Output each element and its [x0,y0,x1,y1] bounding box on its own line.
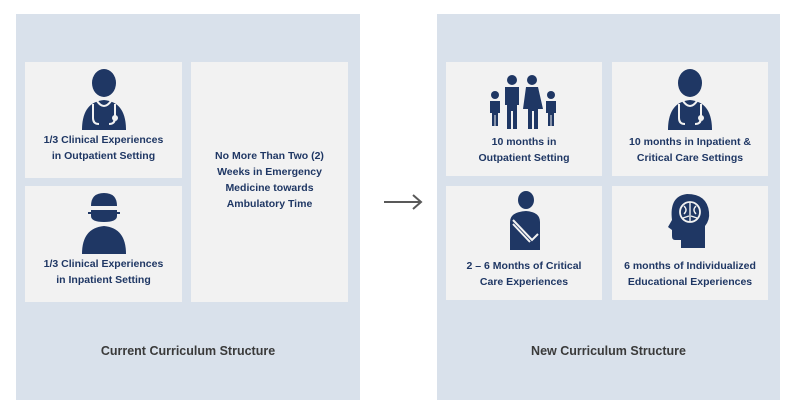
family-icon [490,75,556,129]
new-curriculum-panel: 10 months in Outpatient Setting 10 month… [437,14,780,400]
current-curriculum-panel: 1/3 Clinical Experiences in Outpatient S… [16,14,360,400]
card-emergency-current: No More Than Two (2) Weeks in Emergency … [191,62,348,302]
card-outpatient-new-text: 10 months in Outpatient Setting [478,136,570,164]
card-individualized-new: 6 months of Individualized Educational E… [612,186,768,300]
card-individualized-new-text: 6 months of Individualized Educational E… [624,260,756,288]
new-curriculum-title: New Curriculum Structure [531,344,686,358]
doctor-icon [81,69,126,130]
card-inpatient-current-text: 1/3 Clinical Experiences in Inpatient Se… [43,258,164,286]
card-inpatient-current: 1/3 Clinical Experiences in Inpatient Se… [25,186,182,302]
current-curriculum-title: Current Curriculum Structure [100,344,276,358]
surgeon-icon [81,193,126,254]
card-inpatient-new: 10 months in Inpatient & Critical Care S… [612,62,768,176]
card-outpatient-new: 10 months in Outpatient Setting [446,62,602,176]
brain-head-icon [668,194,710,248]
card-outpatient-current: 1/3 Clinical Experiences in Outpatient S… [25,62,182,178]
card-critical-care-new: 2 – 6 Months of Critical Care Experience… [446,186,602,300]
card-inpatient-new-text: 10 months in Inpatient & Critical Care S… [629,136,751,164]
card-emergency-current-text: No More Than Two (2) Weeks in Emergency … [215,150,324,210]
injured-patient-icon [510,191,540,250]
card-outpatient-current-text: 1/3 Clinical Experiences in Outpatient S… [43,134,164,162]
card-critical-care-new-text: 2 – 6 Months of Critical Care Experience… [466,260,582,288]
arrow-right-icon [384,194,423,210]
doctor-icon [668,69,712,130]
